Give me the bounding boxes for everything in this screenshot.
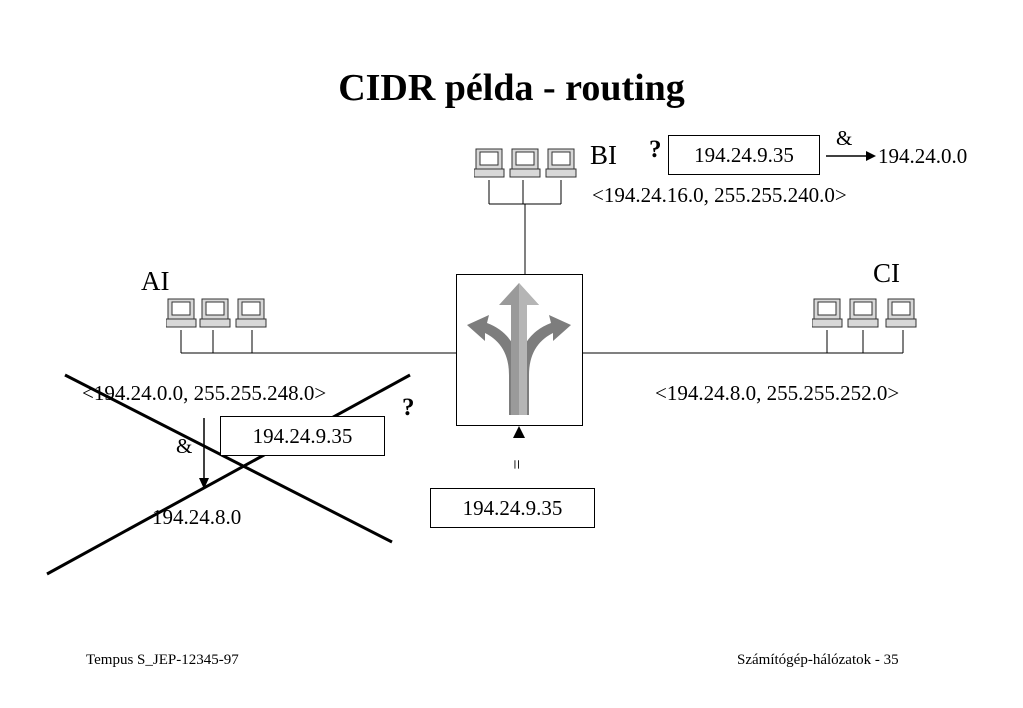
bi-computers [473, 147, 582, 186]
bi-test-ip-box: 194.24.9.35 [668, 135, 820, 175]
dest-ip-box: 194.24.9.35 [430, 488, 595, 528]
router-arrows-icon [467, 283, 571, 415]
dest-ip: 194.24.9.35 [462, 495, 563, 520]
bi-and-op: & [836, 126, 853, 150]
ci-computers [811, 297, 920, 336]
ai-question-mark: ? [402, 394, 415, 421]
router [456, 274, 583, 426]
computer-icon [165, 298, 267, 328]
computer-icon [473, 148, 577, 178]
ai-label: AI [141, 266, 170, 296]
ai-masked-result: 194.24.8.0 [152, 505, 242, 529]
equals-sign: = [506, 459, 527, 470]
bi-question-mark: ? [649, 136, 662, 163]
footer-left: Tempus S_JEP-12345-97 [86, 652, 239, 668]
computer-icon [811, 298, 917, 328]
ai-test-ip: 194.24.9.35 [252, 423, 353, 448]
footer-right: Számítógép-hálózatok - 35 [737, 652, 899, 668]
ai-test-ip-box: 194.24.9.35 [220, 416, 385, 456]
ci-range: <194.24.8.0, 255.255.252.0> [655, 381, 900, 405]
slide-title: CIDR példa - routing [338, 67, 685, 109]
bi-label: BI [590, 140, 617, 170]
ci-label: CI [873, 258, 900, 288]
ai-range: <194.24.0.0, 255.255.248.0> [82, 381, 327, 405]
bi-test-ip: 194.24.9.35 [694, 142, 794, 167]
bi-range: <194.24.16.0, 255.255.240.0> [592, 183, 847, 207]
bi-masked-result: 194.24.0.0 [878, 144, 968, 168]
ai-and-op: & [176, 434, 193, 458]
ai-computers [165, 297, 274, 336]
